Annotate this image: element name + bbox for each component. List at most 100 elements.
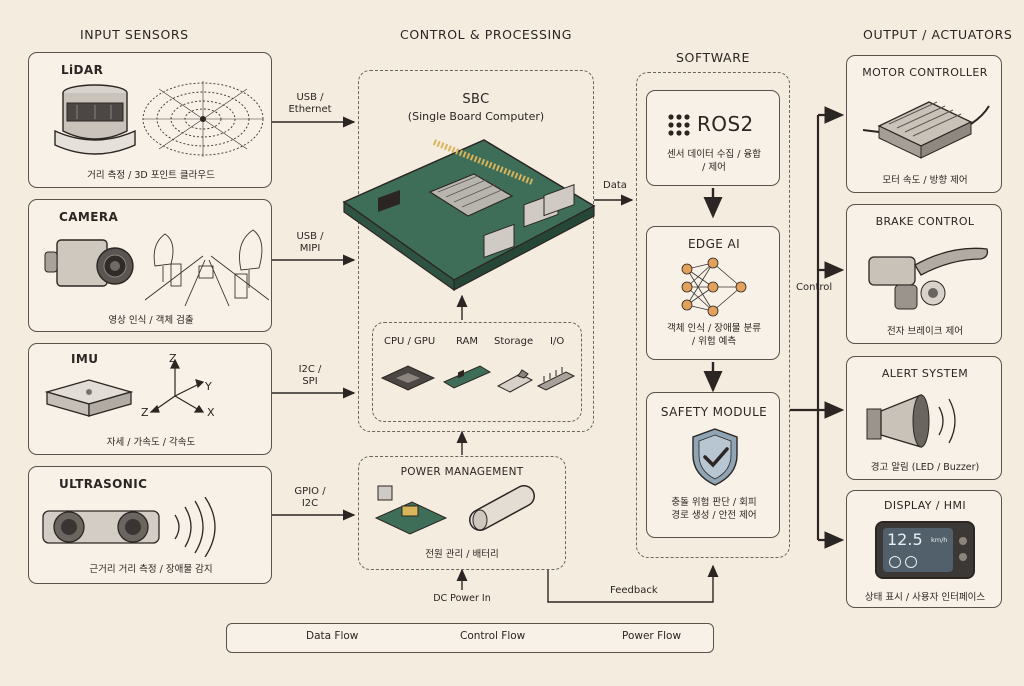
software-ros2-card[interactable]: ROS2 센서 데이터 수집 / 융합 / 제어 [646, 90, 780, 186]
hmi-mode-icon [905, 556, 917, 568]
hmi-button-icon [959, 537, 967, 545]
power-management-desc: 전원 관리 / 배터리 [425, 549, 499, 560]
output-alert-title: ALERT SYSTEM [881, 367, 969, 380]
output-display-desc: 상태 표시 / 사용자 인터페이스 [864, 592, 986, 603]
legend [226, 623, 714, 653]
imu-axis-y: Y [205, 380, 212, 393]
shield-icon [692, 428, 738, 486]
software-ros2-desc-line2: / 제어 [702, 161, 726, 173]
hmi-speed-value: 12.5 [887, 530, 923, 549]
output-alert-card[interactable]: ALERT SYSTEM 경고 알림 (LED / Buzzer) [846, 356, 1002, 480]
power-icons [374, 485, 535, 535]
legend-data-flow: Data Flow [306, 630, 359, 642]
sbc-group [358, 70, 594, 432]
output-brake-card[interactable]: BRAKE CONTROL 전자 브레이크 제어 [846, 204, 1002, 344]
output-motor-card[interactable]: MOTOR CONTROLLER 모터 속도 / 방향 제어 [846, 55, 1002, 193]
power-management-group[interactable] [358, 456, 566, 570]
imu-axis-z2: Z [141, 406, 149, 419]
io-header-icon [536, 367, 576, 391]
point-cloud-icon [142, 81, 264, 157]
imu-axis-z: Z [169, 352, 177, 365]
ultrasonic-icon [42, 510, 160, 544]
software-edge-ai-title: EDGE AI [687, 237, 741, 251]
sensor-lidar-desc: 거리 측정 / 3D 포인트 클라우드 [87, 170, 215, 181]
street-scene-icon [145, 229, 269, 307]
output-brake-title: BRAKE CONTROL [875, 215, 975, 228]
software-edge-ai-desc: 객체 인식 / 장애물 분류 / 위험 예측 [647, 323, 781, 349]
hmi-status-icon [889, 556, 901, 568]
section-input-sensors: INPUT SENSORS [80, 27, 189, 42]
link-label-imu-line2: SPI [302, 376, 318, 387]
axis-icon [149, 358, 205, 413]
sensor-camera-card[interactable]: CAMERA 영상 인식 / 객체 검출 [28, 199, 272, 332]
battery-icon [469, 485, 535, 531]
software-ros2-desc-line1: 센서 데이터 수집 / 융합 [667, 149, 761, 160]
software-ros2-title: ROS2 [697, 112, 754, 136]
brake-lever-icon [868, 247, 989, 310]
sensor-imu-desc: 자세 / 가속도 / 각속도 [106, 437, 196, 448]
output-motor-title: MOTOR CONTROLLER [862, 66, 988, 79]
component-cpu-gpu: CPU / GPU [384, 336, 436, 347]
link-label-feedback: Feedback [610, 585, 658, 596]
sensor-lidar-title: LiDAR [61, 63, 104, 77]
power-board-icon [374, 485, 448, 535]
link-label-data: Data [603, 180, 627, 191]
sensor-ultrasonic-desc: 근거리 거리 측정 / 장애물 감지 [89, 564, 213, 575]
software-safety-card[interactable]: SAFETY MODULE 충돌 위험 판단 / 회피 경로 생성 / 안전 제… [646, 392, 780, 538]
link-label-ultrasonic-line1: GPIO / [294, 486, 326, 497]
software-ros2-desc: 센서 데이터 수집 / 융합 / 제어 [647, 149, 781, 175]
lidar-icon [54, 84, 136, 155]
software-edge-ai-desc-line2: / 위험 예측 [691, 335, 737, 347]
cpu-chip-icon [380, 365, 436, 391]
link-label-control: Control [796, 282, 833, 293]
sbc-board-icon [342, 139, 596, 292]
ram-module-icon [442, 365, 492, 389]
component-storage: Storage [494, 336, 534, 347]
hmi-screen: 12.5 km/h [883, 528, 953, 572]
hmi-speed-unit: km/h [931, 536, 948, 544]
sensor-lidar-card[interactable]: LiDAR 거리 측정 / 3D 포인트 클라우드 [28, 52, 272, 188]
motor-controller-icon [862, 101, 990, 159]
link-label-ultrasonic-line2: I2C [301, 498, 319, 509]
output-display-title: DISPLAY / HMI [883, 499, 966, 512]
ros2-logo-icon [668, 114, 690, 136]
link-label-lidar-line1: USB / [296, 92, 324, 103]
software-safety-desc-line1: 충돌 위험 판단 / 회피 [671, 497, 757, 508]
software-edge-ai-card[interactable]: EDGE AI 객체 인식 / 장애물 분류 / 위험 예측 [646, 226, 780, 360]
sensor-ultrasonic-title: ULTRASONIC [59, 477, 148, 491]
sensor-ultrasonic-card[interactable]: ULTRASONIC 근거리 거리 측정 / 장애물 감지 [28, 466, 272, 584]
software-group [636, 72, 790, 558]
link-label-lidar: USB / Ethernet [280, 92, 340, 116]
link-label-lidar-line2: Ethernet [288, 104, 332, 115]
output-display-card[interactable]: DISPLAY / HMI 12.5 km/h 상태 표시 / 사용자 인터페이… [846, 490, 1002, 608]
sensor-imu-title: IMU [71, 352, 99, 366]
components-icons [380, 365, 576, 393]
hmi-button-icon [959, 553, 967, 561]
output-motor-desc: 모터 속도 / 방향 제어 [882, 175, 968, 186]
storage-card-icon [496, 369, 534, 393]
sensor-camera-title: CAMERA [59, 210, 119, 224]
link-label-camera-line2: MIPI [299, 243, 321, 254]
feedback-line [547, 564, 719, 603]
section-output-actuators: OUTPUT / ACTUATORS [863, 27, 1013, 42]
neural-network-icon [681, 257, 747, 317]
sensor-camera-desc: 영상 인식 / 객체 검출 [108, 315, 194, 326]
dc-power-in-label: DC Power In [433, 593, 491, 604]
sbc-title: SBC [462, 92, 490, 107]
software-safety-desc: 충돌 위험 판단 / 회피 경로 생성 / 안전 제어 [647, 497, 781, 523]
power-management-title: POWER MANAGEMENT [400, 466, 524, 478]
legend-control-flow: Control Flow [460, 630, 526, 642]
sensor-imu-card[interactable]: IMU Z Y X Z 자세 / 가속도 / 각속도 [28, 343, 272, 455]
section-control-processing: CONTROL & PROCESSING [400, 27, 573, 42]
section-software: SOFTWARE [676, 50, 750, 65]
software-safety-desc-line2: 경로 생성 / 안전 제어 [671, 509, 757, 521]
link-label-camera-line1: USB / [296, 231, 324, 242]
sound-wave-icon [174, 497, 216, 557]
component-io: I/O [550, 336, 565, 347]
camera-icon [44, 239, 134, 287]
hmi-device: 12.5 km/h [875, 521, 975, 579]
legend-power-flow: Power Flow [622, 630, 682, 642]
sbc-subtitle: (Single Board Computer) [407, 110, 545, 123]
software-safety-title: SAFETY MODULE [660, 405, 768, 419]
components-group [372, 322, 582, 422]
